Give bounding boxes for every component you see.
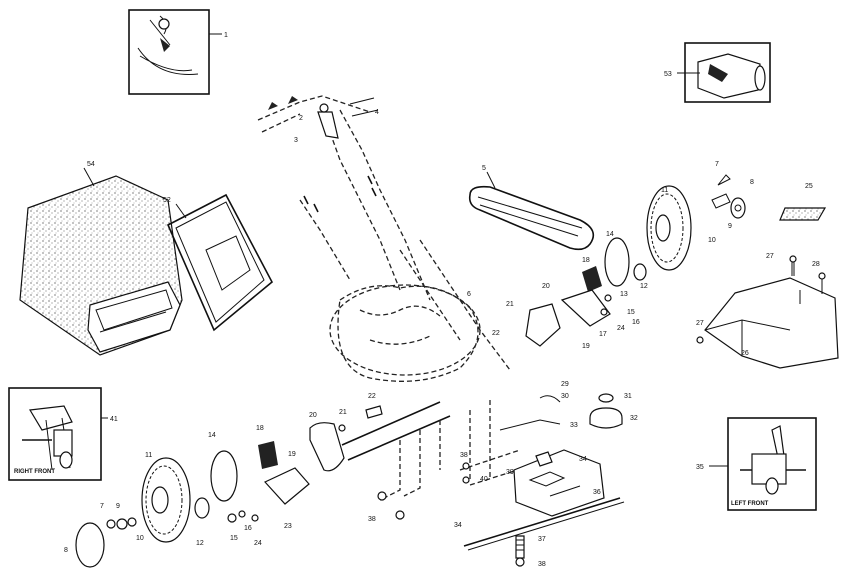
callout-17-upper: 17 (599, 331, 607, 338)
callout-7-lower: 7 (100, 503, 104, 510)
callout-9-upper: 9 (728, 223, 732, 230)
callout-25: 25 (805, 183, 813, 190)
inset-caption-left-front: LEFT FRONT (731, 501, 769, 507)
callout-30: 30 (561, 393, 569, 400)
callout-7-upper: 7 (715, 161, 719, 168)
callout-36: 36 (593, 489, 601, 496)
upper-wheel-assembly: 11 7 8 9 10 14 18 12 13 15 16 24 17 19 2… (467, 161, 754, 350)
callout-3: 3 (294, 137, 298, 144)
rear-shield: 25 27 28 27 26 (696, 183, 839, 369)
callout-20-upper: 20 (542, 283, 550, 290)
inset-left-front: 35 LEFT FRONT (696, 417, 817, 511)
callout-38-c: 38 (538, 561, 546, 568)
inset-part-53: 53 (664, 42, 771, 103)
callout-40: 40 (480, 476, 488, 483)
callout-24-lower: 24 (254, 540, 262, 547)
callout-10-lower: 10 (136, 535, 144, 542)
callout-31: 31 (624, 393, 632, 400)
callout-38-a: 38 (460, 452, 468, 459)
callout-9-lower: 9 (116, 503, 120, 510)
callout-53: 53 (664, 71, 672, 78)
callout-19-upper: 19 (582, 343, 590, 350)
engine-and-deck (329, 239, 511, 382)
callout-27-a: 27 (766, 253, 774, 260)
callout-11-upper: 11 (661, 187, 668, 194)
lower-wheel-assembly: 11 14 18 19 23 7 9 8 10 12 15 16 24 (64, 425, 310, 568)
callout-6: 6 (467, 291, 471, 298)
callout-19-lower: 19 (288, 451, 296, 458)
callout-52: 52 (163, 197, 171, 204)
callout-22-upper: 22 (492, 330, 500, 337)
callout-18-upper: 18 (582, 257, 590, 264)
callout-20-lower: 20 (309, 412, 317, 419)
lower-gear-case: 20 21 22 (309, 393, 451, 472)
callout-2-handle: 2 (299, 115, 303, 122)
callout-18-lower: 18 (256, 425, 264, 432)
callout-8-lower: 8 (64, 547, 68, 554)
callout-11-lower: 11 (145, 452, 152, 459)
callout-21-lower: 21 (339, 409, 347, 416)
inset-right-front: 41 RIGHT FRONT (8, 387, 118, 481)
grass-bag: 54 (19, 161, 183, 356)
callout-24-upper: 24 (617, 325, 625, 332)
callout-1: 1 (224, 32, 228, 39)
callout-41: 41 (110, 416, 118, 423)
callout-29: 29 (561, 381, 569, 388)
transmission: 34 34 36 37 38 (454, 449, 625, 568)
callout-23: 23 (284, 523, 292, 530)
callout-15-lower: 15 (230, 535, 238, 542)
callout-54: 54 (87, 161, 95, 168)
handle-assembly: 2 3 4 (257, 95, 431, 301)
callout-12-upper: 12 (640, 283, 648, 290)
drive-linkage: 29 30 31 32 33 38 38 39 40 (368, 381, 638, 523)
callout-15-upper: 15 (627, 309, 635, 316)
callout-33: 33 (570, 422, 578, 429)
callout-13-upper: 13 (620, 291, 628, 298)
callout-12-lower: 12 (196, 540, 204, 547)
callout-32: 32 (630, 415, 638, 422)
callout-37: 37 (538, 536, 546, 543)
drive-belt: 5 (468, 165, 595, 251)
callout-8-upper: 8 (750, 179, 754, 186)
callout-26: 26 (741, 350, 749, 357)
callout-16-upper: 16 (632, 319, 640, 326)
callout-39: 39 (506, 469, 514, 476)
callout-22-lower: 22 (368, 393, 376, 400)
callout-27-b: 27 (696, 320, 704, 327)
inset-throttle-control: 1 (128, 9, 228, 95)
callout-14-upper: 14 (606, 231, 614, 238)
callout-10-upper: 10 (708, 237, 716, 244)
callout-35: 35 (696, 464, 704, 471)
inset-caption-right-front: RIGHT FRONT (14, 469, 55, 475)
callout-34-b: 34 (454, 522, 462, 529)
callout-38-b: 38 (368, 516, 376, 523)
callout-34-a: 34 (579, 456, 587, 463)
callout-21-upper: 21 (506, 301, 514, 308)
callout-28-a: 28 (812, 261, 820, 268)
callout-5: 5 (482, 165, 486, 172)
callout-14-lower: 14 (208, 432, 216, 439)
bag-frame: 52 (163, 193, 274, 332)
callout-4: 4 (375, 109, 379, 116)
callout-16-lower: 16 (244, 525, 252, 532)
